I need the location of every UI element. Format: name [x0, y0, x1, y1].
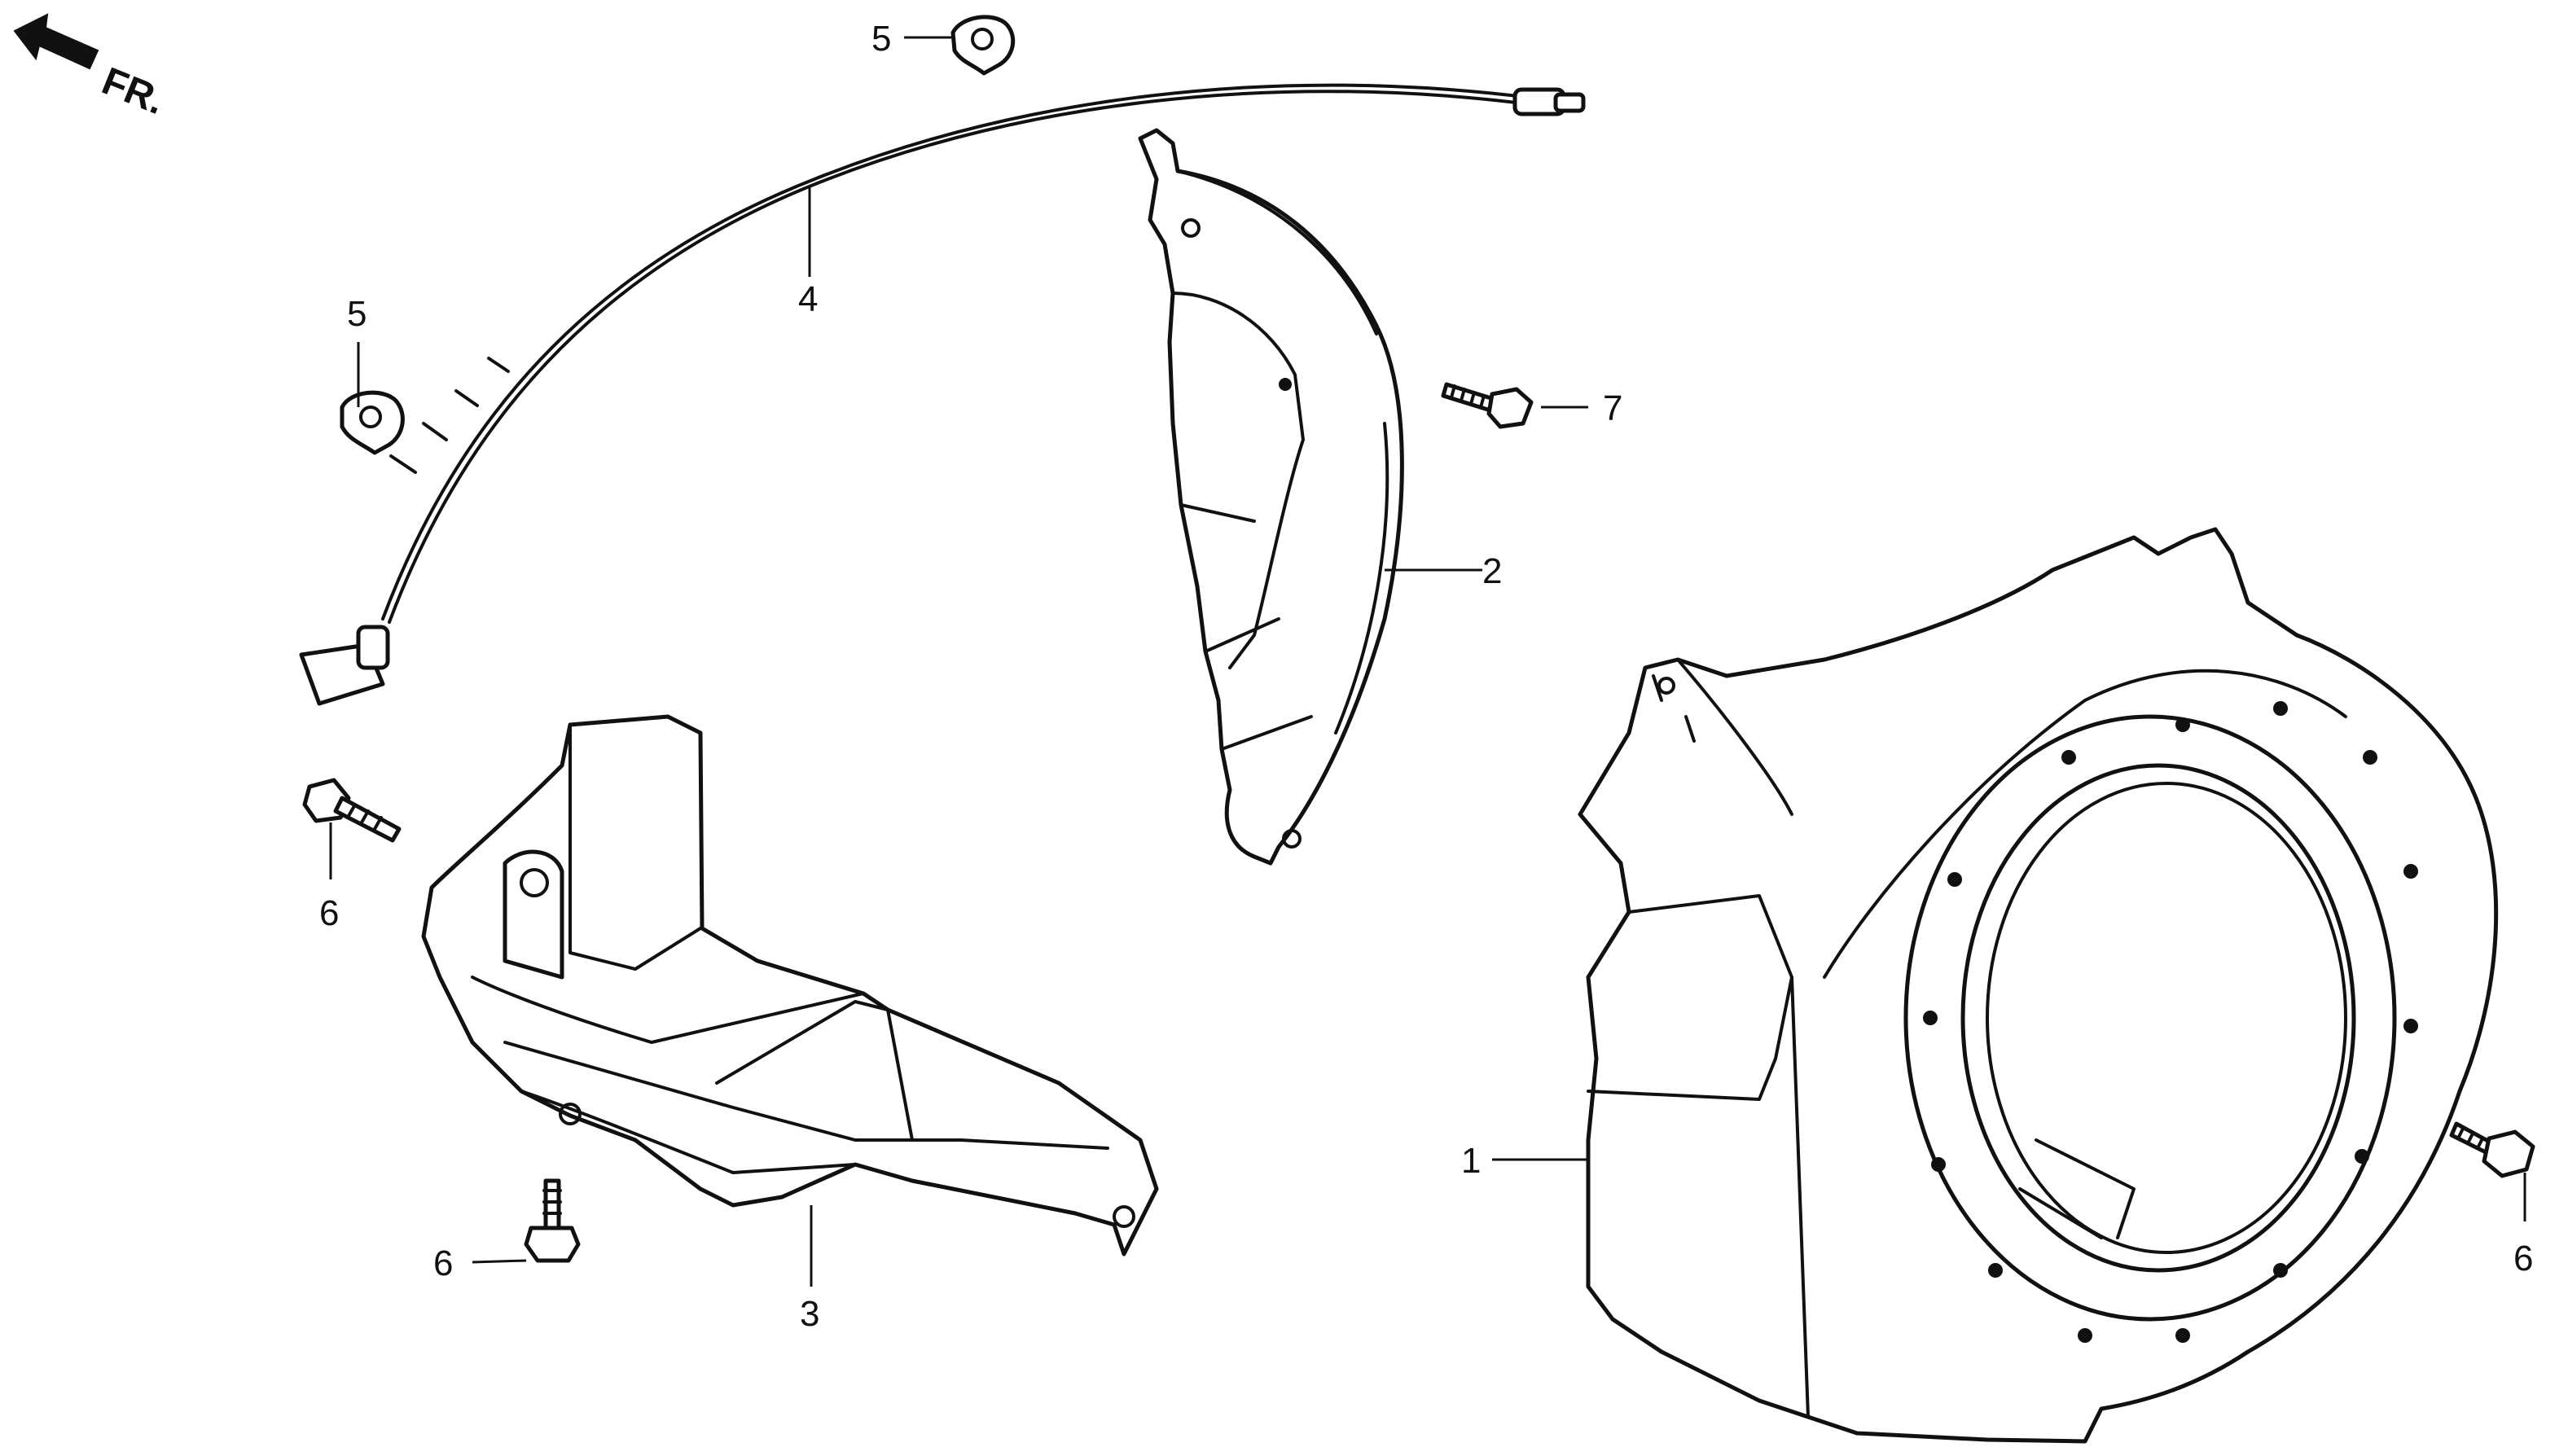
callout-part-5-top: 5 — [871, 19, 891, 59]
mounting-holes — [1923, 701, 2418, 1343]
front-arrow-icon — [13, 13, 99, 70]
callout-part-4: 4 — [798, 279, 818, 319]
callout-part-6-bottom: 6 — [433, 1243, 453, 1283]
callout-part-6-right: 6 — [2513, 1239, 2533, 1278]
callout-labels: 5 5 4 7 2 6 6 3 1 6 — [319, 19, 2533, 1334]
fan-cover-shroud — [1578, 527, 2499, 1444]
wire-clip-top — [950, 15, 1016, 76]
front-label: FR. — [96, 59, 171, 123]
flange-bolt-left — [302, 778, 402, 843]
callout-part-6-left: 6 — [319, 893, 339, 933]
front-direction-indicator: FR. — [13, 13, 171, 123]
callout-part-7: 7 — [1603, 388, 1622, 428]
leader-lines — [329, 36, 2526, 1287]
callout-part-1: 1 — [1461, 1141, 1481, 1181]
ground-wire — [299, 83, 1586, 706]
callout-part-3: 3 — [800, 1294, 819, 1334]
wire-clip-left — [340, 390, 405, 455]
side-shroud — [1138, 128, 1404, 866]
under-shroud — [421, 714, 1159, 1256]
flange-bolt-right — [2449, 1121, 2535, 1178]
tapping-screw — [1441, 382, 1534, 429]
callout-part-5-left: 5 — [347, 294, 367, 334]
callout-part-2: 2 — [1482, 551, 1502, 591]
flange-bolt-bottom — [524, 1178, 581, 1263]
